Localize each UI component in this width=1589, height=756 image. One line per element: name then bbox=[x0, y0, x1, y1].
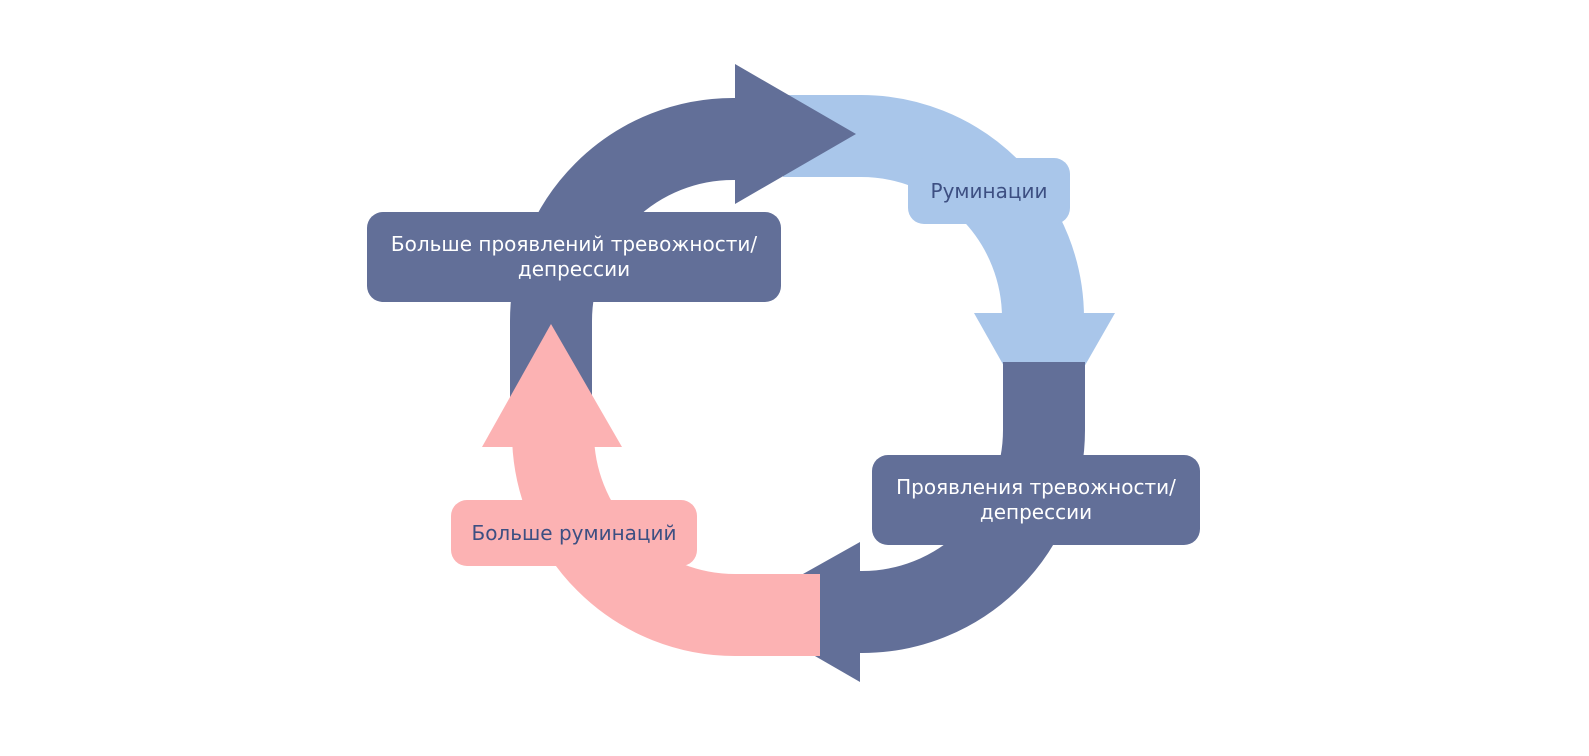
arrowhead-up bbox=[482, 324, 622, 447]
node-more-anxiety-depression: Больше проявлений тревожности/ депрессии bbox=[367, 212, 781, 302]
arrowhead-right bbox=[735, 64, 856, 204]
node-ruminations: Руминации bbox=[908, 158, 1070, 224]
node-anxiety-depression: Проявления тревожности/ депрессии bbox=[872, 455, 1200, 545]
node-more-ruminations: Больше руминаций bbox=[451, 500, 697, 566]
